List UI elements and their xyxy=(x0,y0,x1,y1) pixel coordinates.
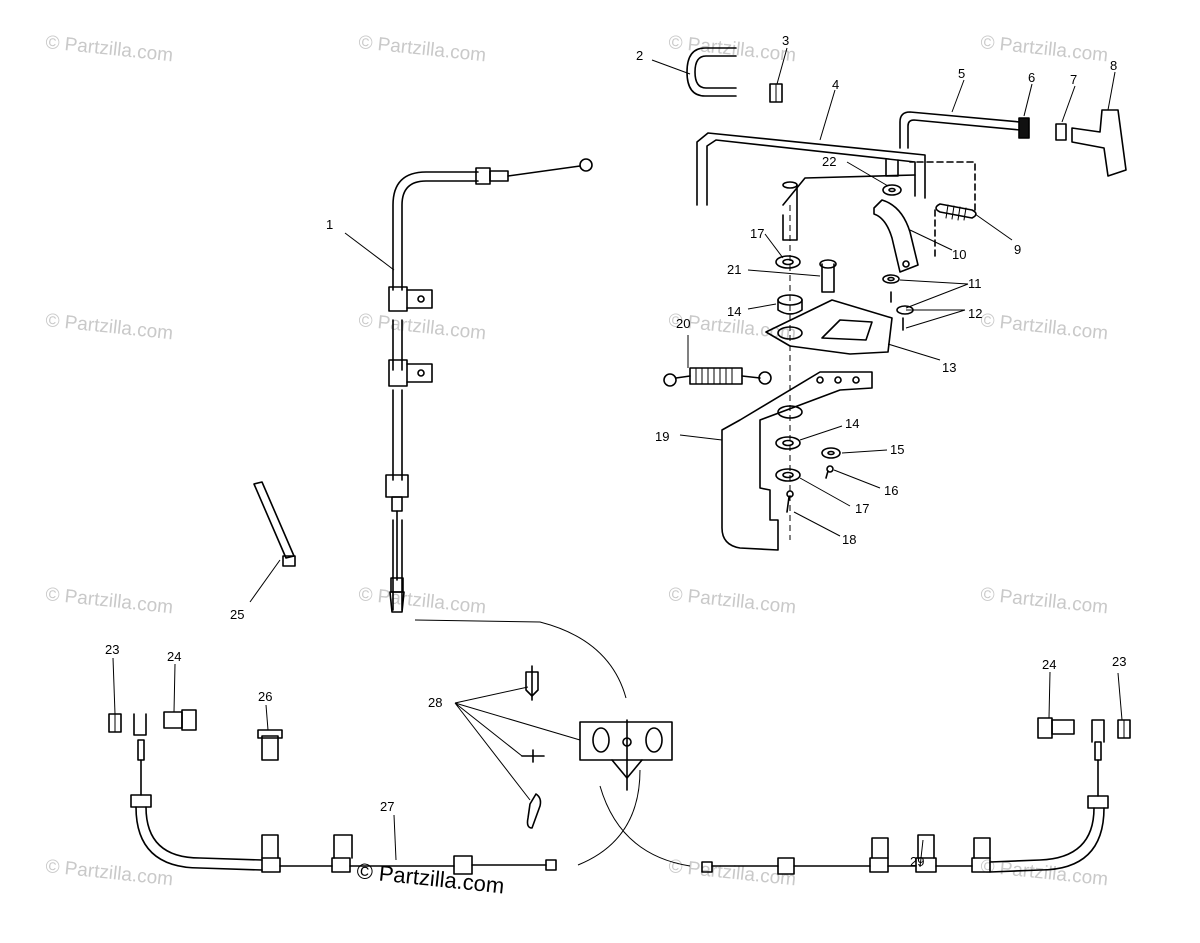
callout-5: 5 xyxy=(958,66,965,81)
part-15-washer[interactable] xyxy=(821,447,841,459)
part-25-tie-strap[interactable] xyxy=(253,481,296,567)
callout-11: 11 xyxy=(968,276,982,291)
callout-16: 16 xyxy=(884,483,898,498)
callout-27: 27 xyxy=(380,799,394,814)
part-9-spring[interactable] xyxy=(909,161,977,261)
leader-lines xyxy=(112,47,1123,868)
part-27-left-cable[interactable] xyxy=(130,713,557,875)
part-13-plate[interactable] xyxy=(765,299,893,355)
part-20-spring[interactable] xyxy=(663,367,772,387)
part-7-nut[interactable] xyxy=(1055,123,1067,141)
watermark: © Partzilla.com xyxy=(357,310,487,344)
part-23-nut-left[interactable] xyxy=(108,713,122,733)
callout-12: 12 xyxy=(968,306,982,321)
callout-18: 18 xyxy=(842,532,856,547)
callout-14: 14 xyxy=(727,304,741,319)
watermark: © Partzilla.com xyxy=(357,32,487,66)
callout-1: 1 xyxy=(326,217,333,232)
part-2-u-clip[interactable] xyxy=(686,47,737,97)
part-21-clevis-pin[interactable] xyxy=(819,259,837,293)
part-11-washer[interactable] xyxy=(882,274,900,284)
callout-24: 24 xyxy=(167,649,181,664)
part-28-hardware[interactable] xyxy=(521,665,673,829)
callout-6: 6 xyxy=(1028,70,1035,85)
callout-17: 17 xyxy=(750,226,764,241)
part-29-right-cable[interactable] xyxy=(701,719,1109,875)
part-19-lower-arm[interactable] xyxy=(721,371,873,551)
watermark: © Partzilla.com xyxy=(44,584,174,618)
callout-7: 7 xyxy=(1070,72,1077,87)
callout-4: 4 xyxy=(832,77,839,92)
callout-14: 14 xyxy=(845,416,859,431)
part-6-knurled-nut[interactable] xyxy=(1018,117,1030,139)
part-10-arm[interactable] xyxy=(873,199,919,273)
part-24-clevis-pin-right[interactable] xyxy=(1037,717,1075,739)
callout-28: 28 xyxy=(428,695,442,710)
part-17-washer[interactable] xyxy=(775,255,801,482)
callout-23: 23 xyxy=(105,642,119,657)
brand-logo-text: © Partzilla.com xyxy=(355,858,505,898)
watermark: © Partzilla.com xyxy=(979,32,1109,66)
callout-8: 8 xyxy=(1110,58,1117,73)
watermark: © Partzilla.com xyxy=(44,856,174,890)
callout-20: 20 xyxy=(676,316,690,331)
watermark: © Partzilla.com xyxy=(357,584,487,618)
callout-23: 23 xyxy=(1112,654,1126,669)
separation-arcs xyxy=(414,619,691,867)
watermark: © Partzilla.com xyxy=(44,310,174,344)
callout-2: 2 xyxy=(636,48,643,63)
callout-17: 17 xyxy=(855,501,869,516)
watermark: © Partzilla.com xyxy=(979,584,1109,618)
part-1-brake-cable[interactable] xyxy=(385,158,593,613)
callout-24: 24 xyxy=(1042,657,1056,672)
part-24-clevis-pin-left[interactable] xyxy=(163,709,197,731)
part-4-bracket[interactable] xyxy=(696,132,926,241)
callout-numbers: 1 2 3 4 5 6 7 8 9 10 11 12 13 14 14 15 1… xyxy=(105,33,1126,869)
callout-26: 26 xyxy=(258,689,272,704)
callout-9: 9 xyxy=(1014,242,1021,257)
watermark: © Partzilla.com xyxy=(979,310,1109,344)
part-14-bushing[interactable] xyxy=(775,294,803,450)
part-16-pin[interactable] xyxy=(825,465,834,479)
callout-3: 3 xyxy=(782,33,789,48)
part-12-cotter-pin[interactable] xyxy=(890,291,914,331)
part-3-nut[interactable] xyxy=(769,83,783,103)
callout-19: 19 xyxy=(655,429,669,444)
watermark: © Partzilla.com xyxy=(44,32,174,66)
callout-13: 13 xyxy=(942,360,956,375)
watermark: © Partzilla.com xyxy=(667,584,797,618)
part-8-t-handle[interactable] xyxy=(1071,109,1127,177)
callout-25: 25 xyxy=(230,607,244,622)
callout-22: 22 xyxy=(822,154,836,169)
part-26-pin[interactable] xyxy=(257,729,283,761)
part-5-rod[interactable] xyxy=(899,111,1021,149)
watermarks: © Partzilla.com © Partzilla.com © Partzi… xyxy=(44,32,1109,890)
callout-29: 29 xyxy=(910,854,924,869)
callout-21: 21 xyxy=(727,262,741,277)
part-23-nut-right[interactable] xyxy=(1117,719,1131,739)
callout-15: 15 xyxy=(890,442,904,457)
watermark: © Partzilla.com xyxy=(667,32,797,66)
part-22-washer[interactable] xyxy=(882,159,902,196)
callout-10: 10 xyxy=(952,247,966,262)
